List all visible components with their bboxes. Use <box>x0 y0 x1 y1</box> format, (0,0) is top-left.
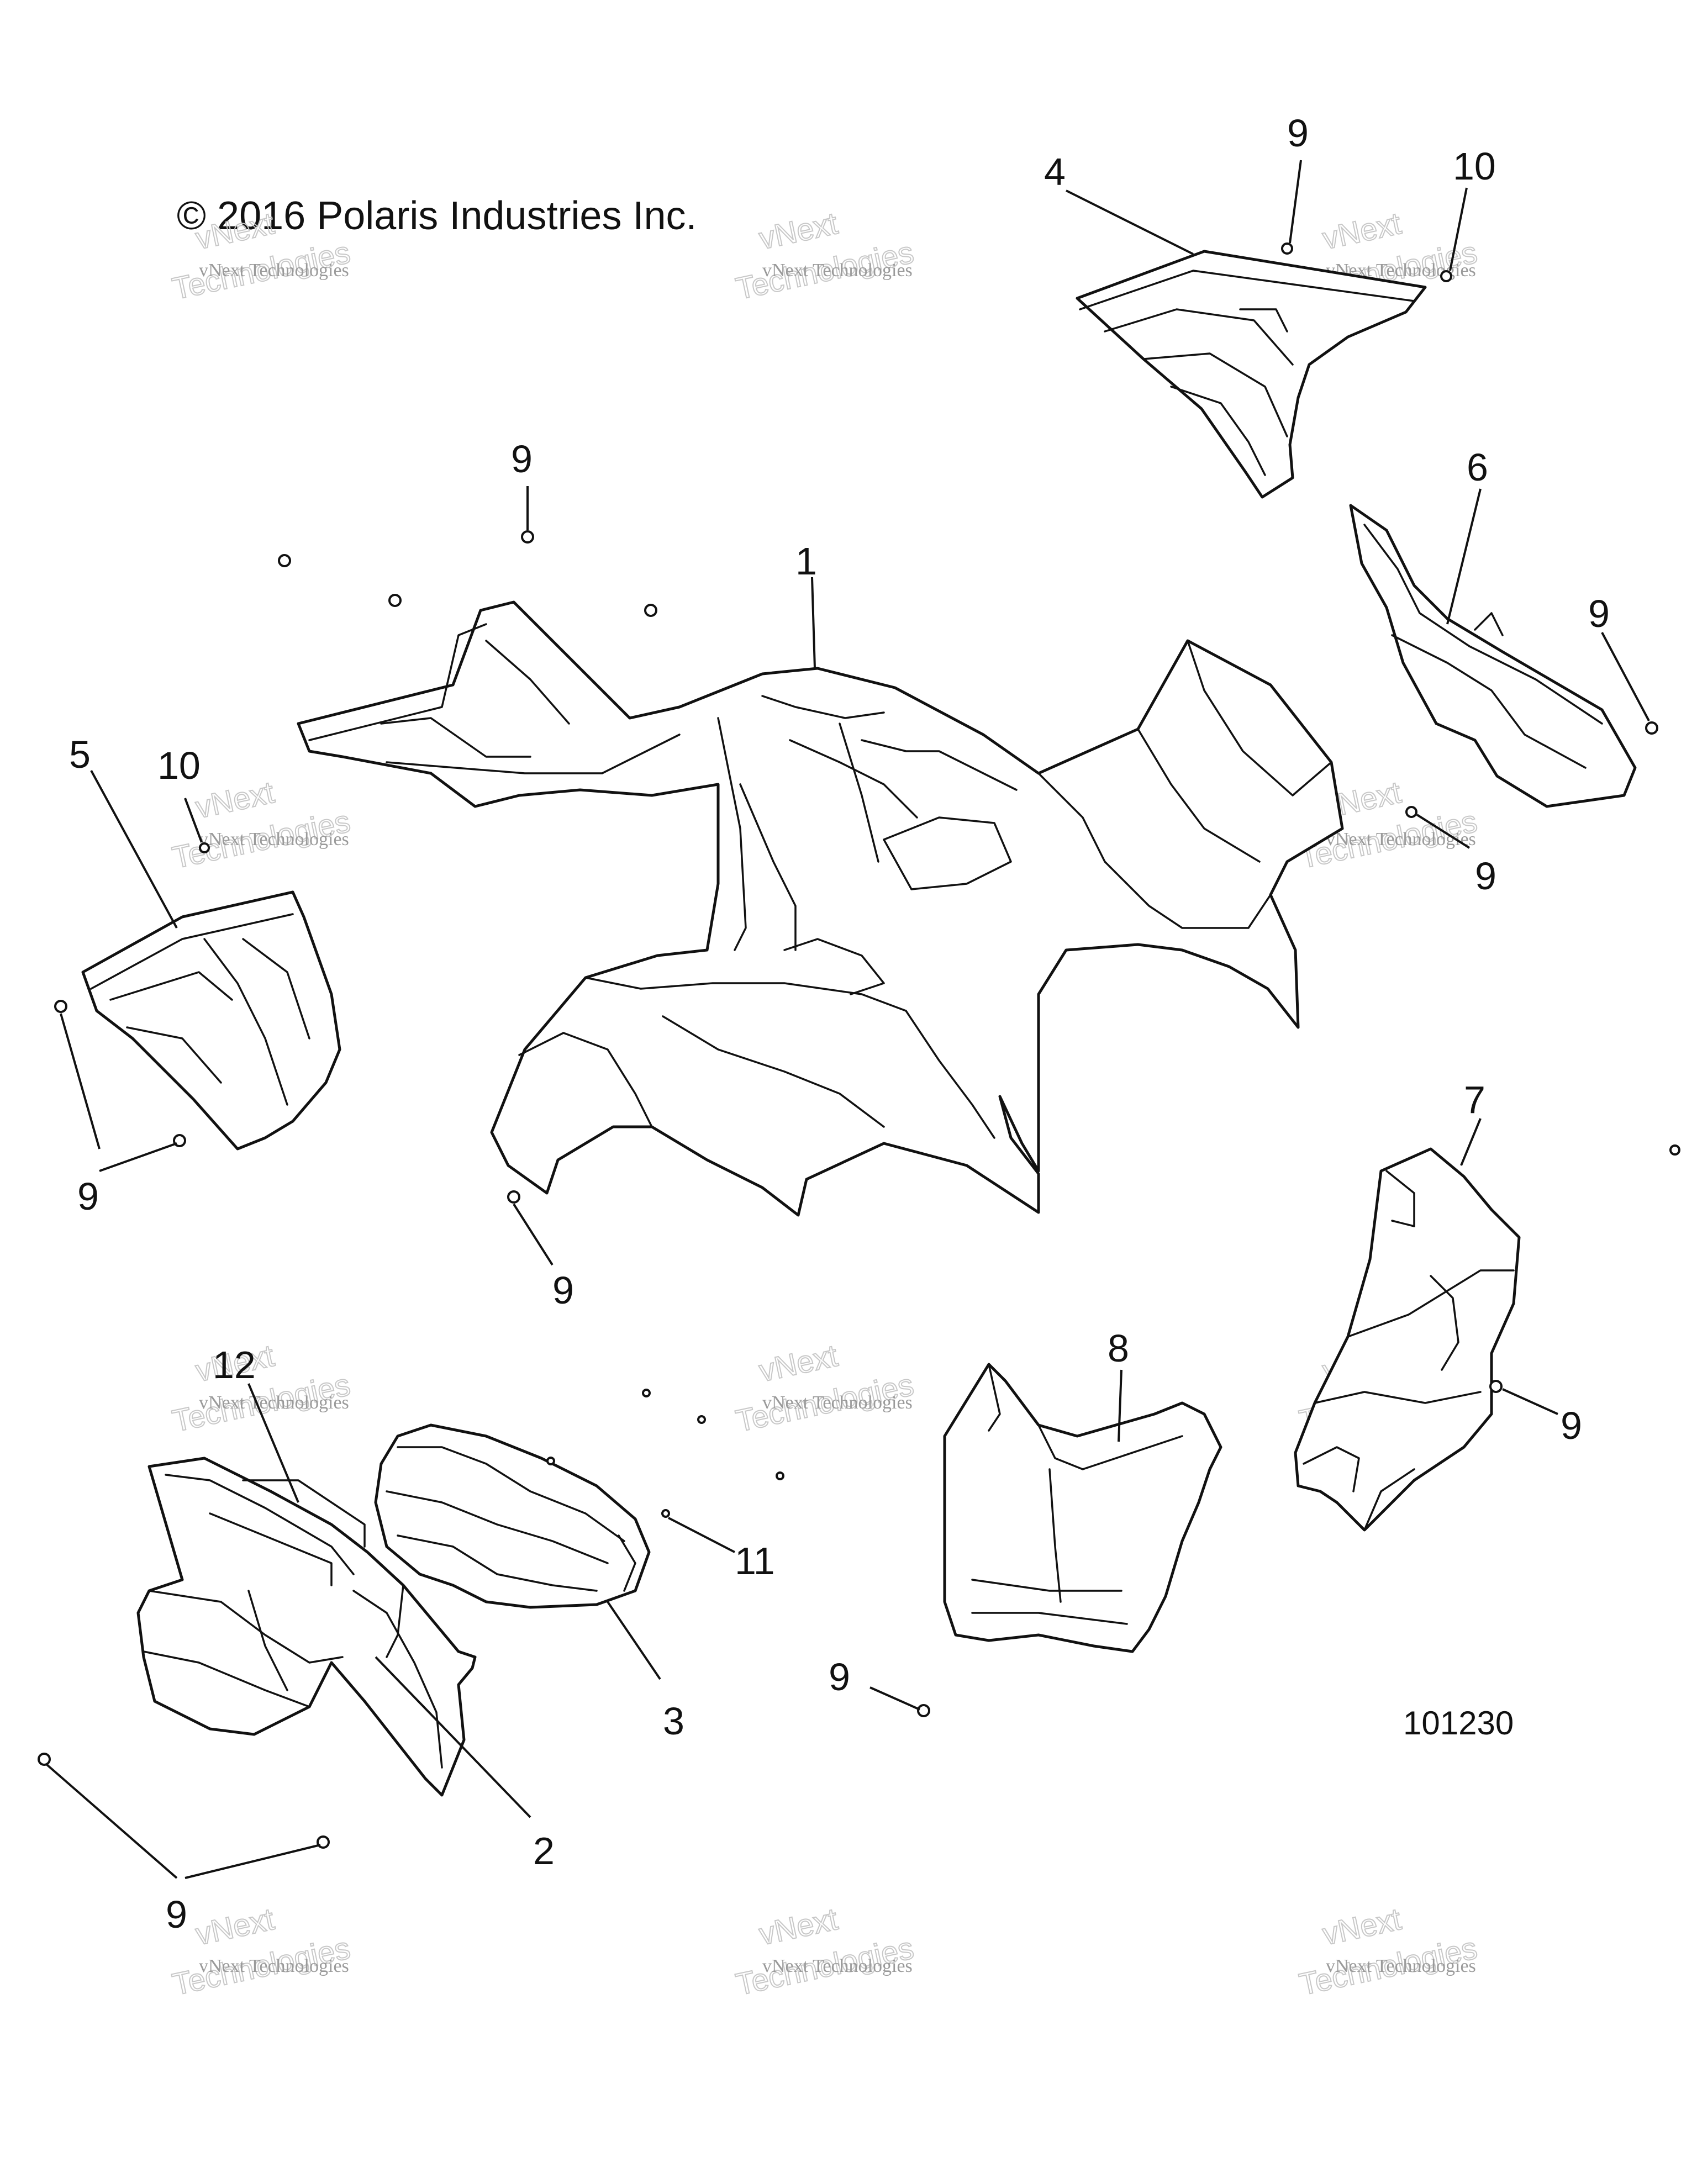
watermark-text: vNext Technologies <box>1326 1956 1476 1976</box>
callouts: 4 9 10 9 1 6 9 9 5 10 9 9 7 9 8 12 11 3 … <box>69 112 1610 1936</box>
fastener <box>521 530 534 544</box>
fastener <box>1440 270 1452 282</box>
watermark-text: vNext <box>1320 205 1405 256</box>
fastener <box>1669 1144 1680 1156</box>
callout-9: 9 <box>1561 1404 1582 1447</box>
part-3-fender <box>374 1423 651 1609</box>
watermark-text: vNext Technologies <box>762 1956 913 1976</box>
watermark-text: vNext Technologies <box>199 829 349 850</box>
callout-12: 12 <box>213 1343 256 1386</box>
part-7-panel <box>1294 1147 1521 1532</box>
callout-4: 4 <box>1044 150 1066 193</box>
fasteners <box>38 242 1680 1849</box>
callout-9: 9 <box>1475 854 1496 898</box>
part-4-panel <box>1076 250 1427 499</box>
callout-9: 9 <box>1588 592 1610 635</box>
fastener <box>1405 806 1417 818</box>
callout-9: 9 <box>1287 112 1309 155</box>
fastener <box>776 1471 784 1480</box>
leader-lines <box>46 160 1650 1879</box>
part-8-cover <box>943 1363 1222 1653</box>
fastener <box>199 842 210 853</box>
callout-9: 9 <box>829 1655 850 1698</box>
callout-3: 3 <box>663 1700 684 1743</box>
fastener <box>38 1753 51 1766</box>
fastener <box>661 1509 670 1518</box>
watermark-tile: vNext Technologies vNext Technologies <box>168 1337 354 1439</box>
watermark-text: vNext Technologies <box>762 260 913 281</box>
callout-8: 8 <box>1108 1327 1129 1370</box>
callout-9: 9 <box>511 437 533 481</box>
fastener <box>54 1000 67 1013</box>
watermark-text: vNext Technologies <box>199 260 349 281</box>
callout-2: 2 <box>533 1829 555 1872</box>
part-6-cover <box>1349 504 1637 808</box>
callout-1: 1 <box>795 540 817 583</box>
callout-11: 11 <box>735 1539 775 1582</box>
callout-10: 10 <box>1453 145 1496 188</box>
watermark-text: vNext Technologies <box>762 1392 913 1413</box>
fastener <box>278 554 291 567</box>
watermark-tile: vNext Technologies vNext Technologies <box>168 1901 354 2002</box>
watermark-text: vNext Technologies <box>1326 829 1476 850</box>
part-12-panel <box>242 1479 366 1548</box>
drawing-number: 101230 <box>1403 1705 1514 1742</box>
watermark-text: vNext <box>193 774 278 825</box>
watermark-text: vNext <box>756 1338 841 1388</box>
fastener <box>507 1190 520 1204</box>
callout-9: 9 <box>166 1893 187 1936</box>
callout-6: 6 <box>1467 446 1488 489</box>
watermark-text: vNext Technologies <box>199 1392 349 1413</box>
fastener <box>642 1389 651 1397</box>
watermark-text: vNext <box>193 1901 278 1951</box>
fastener <box>697 1415 706 1424</box>
fastener <box>1489 1380 1503 1393</box>
fastener <box>1645 721 1658 735</box>
watermark-text: vNext <box>1320 1901 1405 1951</box>
part-5-panel <box>81 890 341 1151</box>
watermark-tile: vNext Technologies vNext Technologies <box>168 774 354 875</box>
callout-10: 10 <box>157 744 201 787</box>
callout-7: 7 <box>1464 1078 1485 1121</box>
part-1-front-cab <box>297 600 1344 1217</box>
fastener <box>546 1457 555 1465</box>
callout-9: 9 <box>552 1269 574 1312</box>
fastener <box>1281 242 1293 255</box>
watermark-text: vNext <box>756 1901 841 1951</box>
fastener <box>917 1704 930 1717</box>
watermark-tile: vNext Technologies vNext Technologies <box>732 1901 917 2002</box>
fastener <box>644 604 657 617</box>
watermark-text: vNext Technologies <box>199 1956 349 1976</box>
watermark-tile: vNext Technologies vNext Technologies <box>1295 1901 1480 2002</box>
copyright-text: © 2016 Polaris Industries Inc. <box>177 194 697 238</box>
watermark-tile: vNext Technologies vNext Technologies <box>732 205 917 307</box>
callout-5: 5 <box>69 733 91 776</box>
part-2-panel <box>136 1457 477 1797</box>
callout-9: 9 <box>77 1175 99 1218</box>
watermark-text: vNext <box>756 205 841 256</box>
watermark-tile: vNext Technologies vNext Technologies <box>732 1337 917 1439</box>
fastener <box>388 594 402 607</box>
